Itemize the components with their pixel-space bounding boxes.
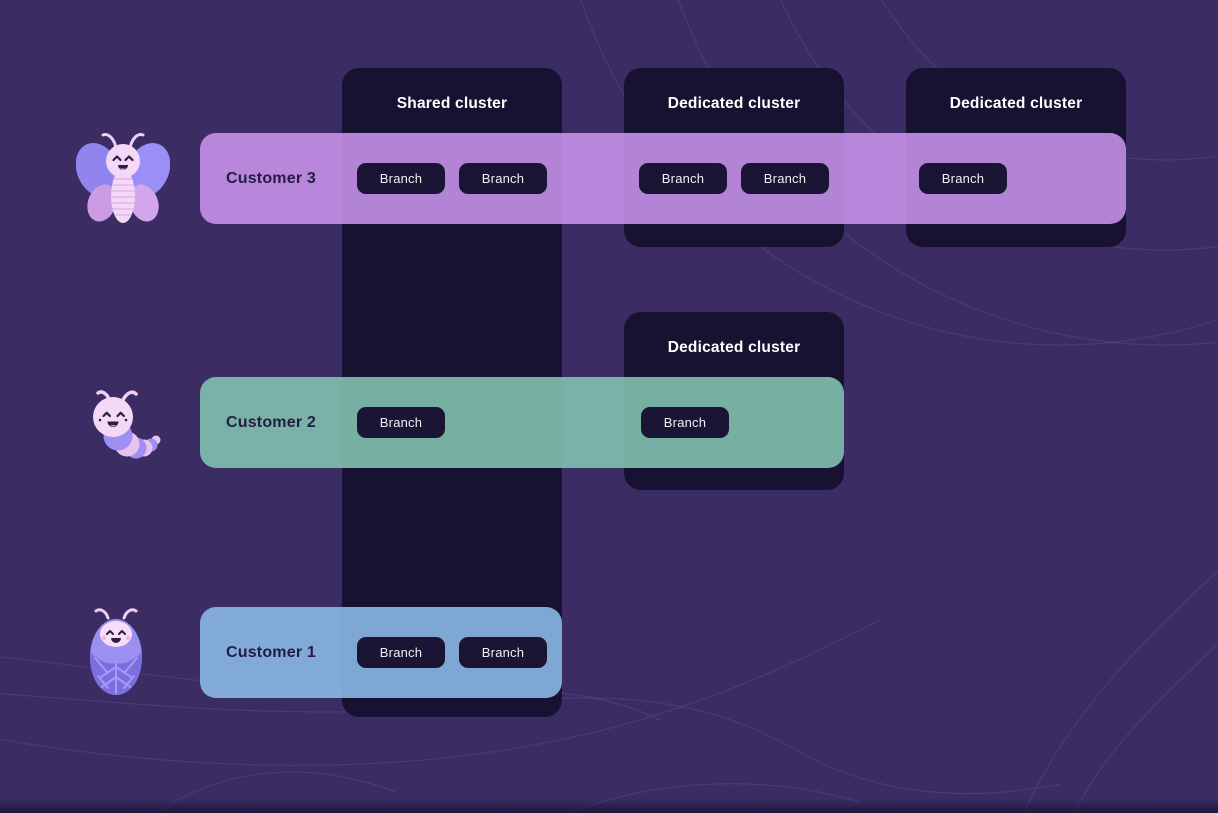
branch-pill: Branch	[639, 163, 727, 194]
branch-pill: Branch	[357, 163, 445, 194]
branch-pill: Branch	[741, 163, 829, 194]
branch-pill: Branch	[641, 407, 729, 438]
branch-pill: Branch	[919, 163, 1007, 194]
caterpillar-icon	[93, 390, 161, 459]
branch-pill: Branch	[357, 407, 445, 438]
cluster-title: Dedicated cluster	[667, 339, 801, 356]
cluster-title: Shared cluster	[396, 95, 508, 112]
bottom-vignette	[0, 799, 1218, 813]
cluster-title: Dedicated cluster	[949, 95, 1083, 112]
customer-label: Customer 3	[225, 169, 317, 187]
butterfly-icon	[76, 133, 170, 223]
chrysalis-icon	[90, 608, 142, 695]
customer-label: Customer 2	[225, 413, 317, 431]
branch-pill: Branch	[459, 163, 547, 194]
customer-label: Customer 1	[225, 643, 317, 661]
cluster-title: Dedicated cluster	[667, 95, 801, 112]
branch-pill: Branch	[459, 637, 547, 668]
customer-2-row: Customer 2	[200, 377, 844, 468]
branch-pill: Branch	[357, 637, 445, 668]
